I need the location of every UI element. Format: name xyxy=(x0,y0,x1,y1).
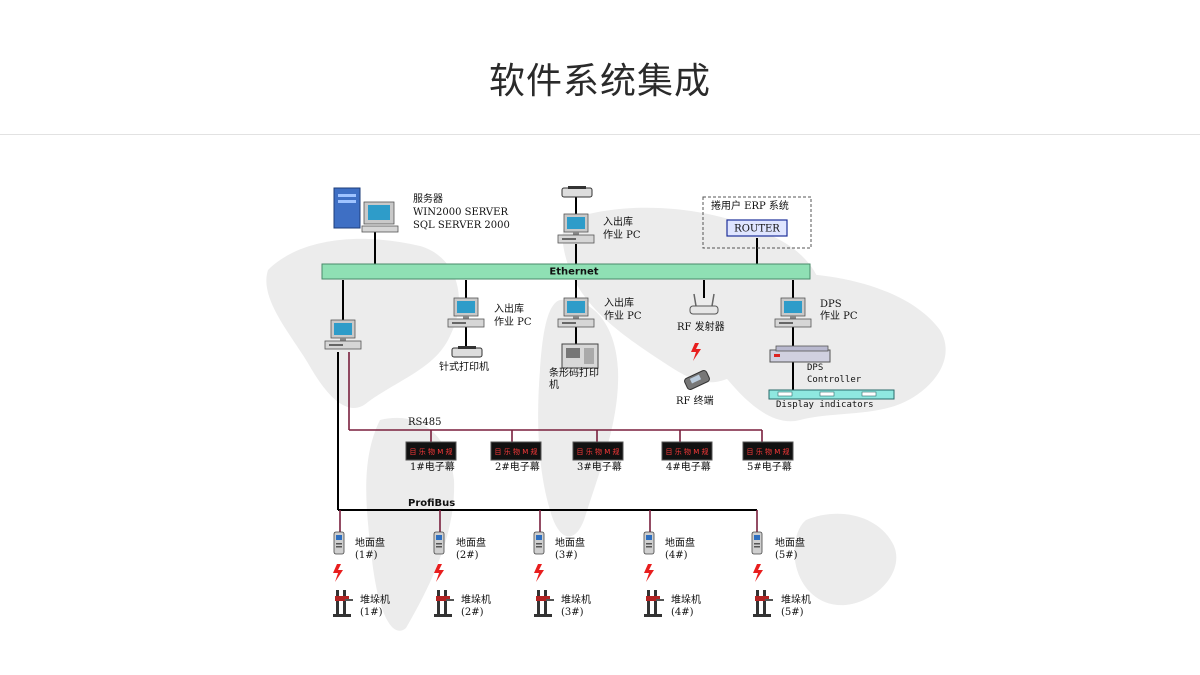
screen-label-2: 2#电子幕 xyxy=(495,460,540,473)
ground-panel-label-1: 地面盘 xyxy=(355,536,385,549)
stacker-num-1: (1#) xyxy=(360,607,383,618)
ground-panel-icon xyxy=(751,531,763,555)
router-label: ROUTER xyxy=(734,224,780,235)
led-screen-icon xyxy=(572,441,624,461)
rf-terminal-label: RF 终端 xyxy=(676,394,714,407)
wireless-bolt-icon xyxy=(753,564,763,582)
wireless-bolt-icon xyxy=(644,564,654,582)
dps-pc-label-1: DPS xyxy=(820,299,842,310)
rs485-label: RS485 xyxy=(408,417,441,428)
dps-pc-label-2: 作业 PC xyxy=(820,310,858,322)
rf-terminal-icon xyxy=(684,369,710,391)
ground-panel-num-1: (1#) xyxy=(355,550,378,561)
server-label-2: WIN2000 SERVER xyxy=(413,207,508,218)
stacker-num-4: (4#) xyxy=(671,607,694,618)
wireless-bolt-icon xyxy=(534,564,544,582)
screen-label-4: 4#电子幕 xyxy=(666,460,711,473)
mid-pc-label-2: 作业 PC xyxy=(604,310,642,322)
screen-label-1: 1#电子幕 xyxy=(410,460,455,473)
erp-box: 捲用户 ERP 系统 ROUTER xyxy=(702,196,812,249)
connection-lines xyxy=(337,196,794,511)
ground-panel-num-2: (2#) xyxy=(456,550,479,561)
ethernet-bus: Ethernet xyxy=(321,263,811,280)
stacker-label-3: 堆垛机 xyxy=(561,593,591,606)
top-pc-label-1: 入出库 xyxy=(603,215,633,228)
led-screen-icon xyxy=(661,441,713,461)
stacker-num-5: (5#) xyxy=(781,607,804,618)
top-pc-label-2: 作业 PC xyxy=(603,229,641,241)
stacker-label-1: 堆垛机 xyxy=(360,593,390,606)
led-screen-icon xyxy=(405,441,457,461)
ground-panel-num-5: (5#) xyxy=(775,550,798,561)
stacker-icon xyxy=(434,590,454,617)
stacker-label-5: 堆垛机 xyxy=(781,593,811,606)
barcode-printer-label-1: 条形码打印 xyxy=(549,366,599,379)
header-divider xyxy=(0,134,1200,135)
server-label-3: SQL SERVER 2000 xyxy=(413,220,510,231)
led-screen-icon xyxy=(490,441,542,461)
profibus-drops xyxy=(339,510,758,532)
led-screen-icon xyxy=(742,441,794,461)
barcode-printer-icon xyxy=(561,343,599,369)
server-icon xyxy=(333,187,399,233)
ground-panel-icon xyxy=(643,531,655,555)
ground-panel-icon xyxy=(533,531,545,555)
ground-panel-num-4: (4#) xyxy=(665,550,688,561)
diagram-label: Ethernet xyxy=(549,267,598,278)
rs485-lines xyxy=(348,352,763,442)
ground-panel-num-3: (3#) xyxy=(555,550,578,561)
stacker-label-2: 堆垛机 xyxy=(461,593,491,606)
needle-printer-label: 针式打印机 xyxy=(439,360,489,373)
mid-pc-label-1: 入出库 xyxy=(604,296,634,309)
rf-transmitter-icon xyxy=(689,293,719,315)
screen-label-3: 3#电子幕 xyxy=(577,460,622,473)
server-label-1: 服务器 xyxy=(413,192,443,205)
stacker-icon xyxy=(333,590,353,617)
ground-panel-icon xyxy=(333,531,345,555)
barcode-printer-label-2: 机 xyxy=(549,378,559,391)
rf-transmitter-label: RF 发射器 xyxy=(677,320,725,333)
ground-panel-label-2: 地面盘 xyxy=(456,536,486,549)
ground-panel-label-3: 地面盘 xyxy=(555,536,585,549)
dps-controller-icon xyxy=(769,345,831,363)
page-title: 软件系统集成 xyxy=(488,61,711,102)
screen-label-5: 5#电子幕 xyxy=(747,460,792,473)
world-map-background xyxy=(266,207,946,631)
dps-controller-label-2: Controller xyxy=(807,375,862,385)
dps-controller-label-1: DPS xyxy=(807,363,823,373)
wireless-bolt-icon xyxy=(333,564,343,582)
ground-panel-icon xyxy=(433,531,445,555)
display-indicators-label: Display indicators xyxy=(776,400,874,410)
profibus-label: ProfiBus xyxy=(408,498,455,509)
stacker-num-3: (3#) xyxy=(561,607,584,618)
led-screens xyxy=(405,441,794,461)
stacker-label-4: 堆垛机 xyxy=(671,593,701,606)
left-pc-label-1: 入出库 xyxy=(494,302,524,315)
stacker-icon xyxy=(753,590,773,617)
needle-printer-icon xyxy=(451,346,483,358)
display-indicators-icon xyxy=(768,389,895,400)
stacker-num-2: (2#) xyxy=(461,607,484,618)
stacker-icon xyxy=(644,590,664,617)
ground-panel-label-4: 地面盘 xyxy=(665,536,695,549)
erp-label: 捲用户 ERP 系统 xyxy=(711,199,789,212)
stacker-icon xyxy=(534,590,554,617)
ground-panel-label-5: 地面盘 xyxy=(775,536,805,549)
top-printer-icon xyxy=(561,186,593,198)
left-pc-label-2: 作业 PC xyxy=(494,316,532,328)
